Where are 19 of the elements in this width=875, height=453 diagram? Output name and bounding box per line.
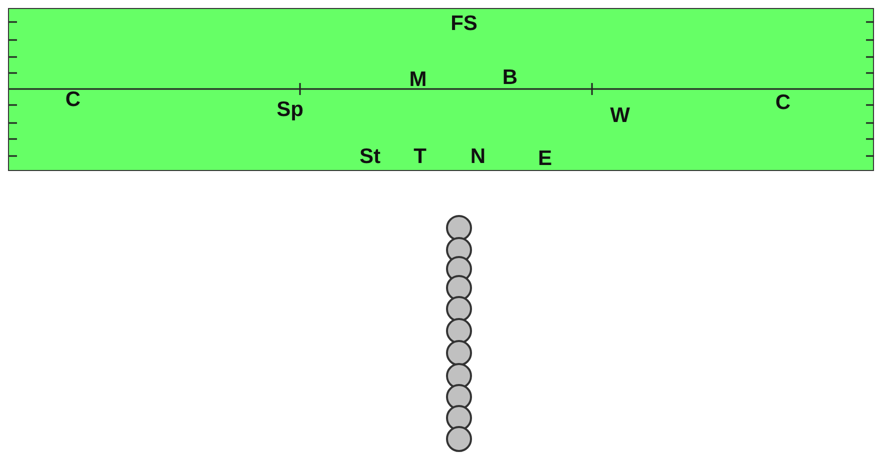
position-label: FS <box>450 13 478 35</box>
player-circle <box>446 405 472 431</box>
position-label: C <box>65 89 81 111</box>
player-circle <box>446 384 472 410</box>
position-label: C <box>775 92 791 114</box>
position-label: M <box>409 69 427 91</box>
position-label: N <box>470 146 486 168</box>
position-label: W <box>610 105 630 127</box>
position-label: E <box>538 148 552 170</box>
player-circle <box>446 426 472 452</box>
player-circle <box>446 340 472 366</box>
position-label: B <box>502 67 518 89</box>
player-circle <box>446 363 472 389</box>
player-circle <box>446 296 472 322</box>
position-label: St <box>360 146 380 168</box>
position-label: Sp <box>276 99 304 121</box>
player-circle <box>446 318 472 344</box>
player-circle <box>446 215 472 241</box>
position-label: T <box>414 146 426 168</box>
